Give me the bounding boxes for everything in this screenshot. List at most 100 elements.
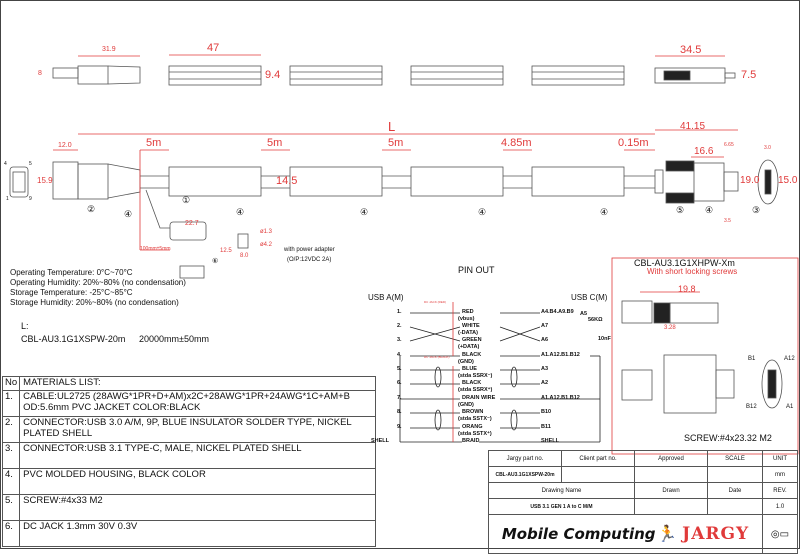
pinout-wire-note: (-DATA) — [458, 330, 478, 336]
env-operating-temp: Operating Temperature: 0°C~70°C — [10, 268, 133, 277]
pinout-wire-color: BROWN — [462, 409, 484, 416]
env-operating-humidity: Operating Humidity: 20%~80% (no condensa… — [10, 278, 186, 287]
callout-5: ⑤ — [676, 205, 685, 215]
pinout-wire-note: (GND) — [458, 359, 474, 365]
dim-usb-c-body: 16.6 — [694, 146, 714, 157]
material-no: 1. — [1, 389, 21, 417]
material-no: 6. — [1, 519, 21, 547]
material-no: 3. — [1, 441, 21, 469]
pinout-usb-a-pin: 8. — [397, 409, 402, 415]
dim-dc-width: 8.0 — [240, 253, 249, 259]
pinout-wire-color: GREEN — [462, 337, 482, 344]
table-row: 5.SCREW:#4x33 M2 — [1, 493, 376, 521]
material-text: DC JACK 1.3mm 30V 0.3V — [19, 519, 376, 547]
pinout-usb-a-pin: 3. — [397, 337, 402, 343]
dim-dc-height: 12.5 — [220, 248, 232, 254]
material-text: CONNECTOR:USB 3.0 A/M, 9P, BLUE INSULATO… — [19, 415, 376, 443]
runner-icon: 🏃 — [657, 526, 678, 543]
pinout-wire-color: BLACK — [462, 380, 482, 387]
pinout-capacitor: 10nF — [598, 336, 611, 342]
title-block: Jargy part no. Client part no. Approved … — [488, 450, 798, 554]
env-storage-humidity: Storage Humidity: 20%~80% (no condensati… — [10, 298, 179, 307]
pinout-usb-c-pin: A1.A12.B1.B12 — [541, 352, 580, 358]
dim-housing-length: 47 — [207, 42, 220, 54]
tb-unit: mm — [762, 466, 798, 483]
tb-h-approved: Approved — [634, 450, 708, 467]
usb-c-side-view — [654, 67, 736, 84]
tb-approved — [634, 466, 708, 483]
pinout-wire-note: (vbus) — [458, 316, 475, 322]
material-text: CABLE:UL2725 (28AWG*1PR+D+AM)x2C+28AWG*1… — [19, 389, 376, 417]
power-adapter-line1: with power adapter — [284, 247, 335, 253]
pinout-dc-black: DC JACK (BLACK) — [424, 355, 450, 359]
variant-pin-b1: B1 — [748, 356, 756, 362]
dim-usb-c-tip: 6.65 — [724, 142, 734, 148]
callout-6: ⑥ — [212, 258, 219, 265]
housing-top-view-3 — [410, 65, 504, 86]
material-no: 2. — [1, 415, 21, 443]
variant-pin-a12: A12 — [784, 356, 795, 362]
tb-rev: 1.0 — [762, 498, 798, 515]
pinout-wiring — [399, 312, 601, 443]
pinout-wire-note: (stda SSTX⁻) — [458, 416, 492, 422]
dim-seg1: 5m — [146, 137, 162, 149]
env-storage-temp: Storage Temperature: -25°C~85°C — [10, 288, 133, 297]
usb-a-pin-9: 9 — [29, 196, 32, 202]
pinout-wire-note: (+DATA) — [458, 344, 480, 350]
usb-a-pin-4: 4 — [4, 161, 7, 167]
pinout-usb-a-pin: 7. — [397, 395, 402, 401]
dim-seg2: 5m — [267, 137, 283, 149]
dim-seg4: 4.85m — [501, 137, 532, 149]
dim-total-length: L — [388, 119, 396, 134]
pinout-usb-c-pin: B11 — [541, 424, 551, 430]
pinout-wire-color: BLUE — [462, 366, 477, 373]
dc-jack — [169, 221, 249, 279]
pinout-usb-a-pin: 5. — [397, 366, 402, 372]
projection-symbol-icon: ◎▭ — [762, 514, 798, 554]
length-spec-part: CBL-AU3.1G1XSPW-20m — [21, 334, 126, 344]
dim-dc-lead: 100mm±5mm — [140, 246, 171, 252]
pinout-usb-c-pin: A1.A12.B1.B12 — [541, 395, 580, 401]
housing-top-view-2 — [289, 65, 383, 86]
callout-4-f: ④ — [705, 205, 714, 215]
variant-drawing — [621, 300, 783, 414]
pinout-resistor-pin: A5 — [580, 311, 588, 317]
material-text: SCREW:#4x33 M2 — [19, 493, 376, 521]
dim-usb-c-face-width: 3.0 — [764, 145, 771, 151]
pinout-usb-c-pin: A2 — [541, 380, 549, 386]
callout-4-e: ④ — [600, 207, 609, 217]
dim-usb-a-height: 8 — [38, 70, 42, 77]
variant-title: CBL-AU3.1G1XHPW-Xm — [634, 258, 735, 268]
dim-dc-outer: ø4.2 — [260, 242, 273, 248]
dim-seg5: 0.15m — [618, 137, 649, 149]
dim-dc-length: 22.7 — [185, 220, 199, 227]
pinout-wire-color: RED — [462, 309, 474, 316]
dim-usb-c-screw: 3.5 — [724, 218, 731, 224]
dim-usb-c-face-height: 15.0 — [778, 175, 798, 186]
callout-4-b: ④ — [236, 207, 245, 217]
housing-top-view-1 — [168, 65, 262, 86]
dimension-lines — [53, 54, 799, 455]
pinout-usb-c-pin: A4.B4.A9.B9 — [541, 309, 574, 315]
usb-a-side-view — [52, 65, 141, 85]
materials-header: MATERIALS LIST: — [19, 376, 376, 391]
pinout-usb-a-pin: 4. — [397, 352, 402, 358]
pinout-usb-c-pin: B10 — [541, 409, 552, 415]
mobile-computing-logo: Mobile Computing — [501, 525, 656, 543]
pinout-dc-red: DC JACK (RED) — [424, 300, 447, 304]
pinout-wire-color: ORANG — [462, 424, 483, 431]
table-row: 4.PVC MOLDED HOUSING, BLACK COLOR — [1, 467, 376, 495]
power-adapter-line2: (O/P:12VDC 2A) — [287, 257, 332, 263]
dim-usb-c-total: 41.15 — [680, 121, 706, 132]
material-no: 4. — [1, 467, 21, 495]
dim-usb-a-width: 15.9 — [37, 176, 53, 185]
tb-h-jargy-part: Jargy part no. — [488, 450, 562, 467]
dim-usb-c-length: 34.5 — [680, 44, 702, 56]
dim-usb-c-width: 19.0 — [740, 175, 760, 186]
pinout-usb-a-pin: 6. — [397, 380, 402, 386]
dim-housing-width: 14.5 — [276, 175, 298, 187]
pinout-usb-a-pin: 2. — [397, 323, 402, 329]
